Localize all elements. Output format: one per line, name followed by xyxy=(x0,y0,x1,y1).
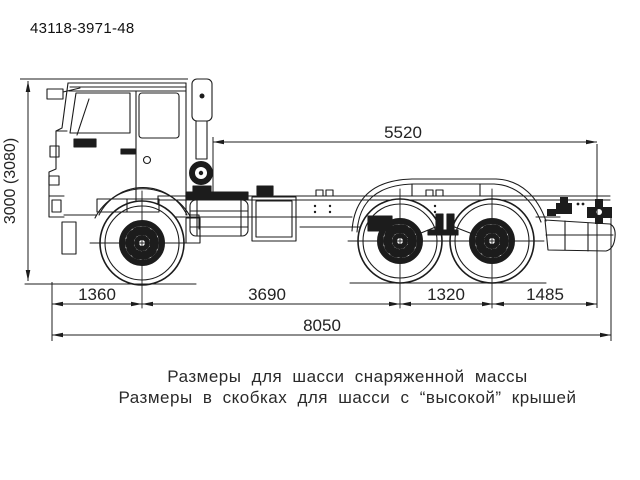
ground-line xyxy=(24,282,547,285)
dim-rear-overhang-label: 1485 xyxy=(526,285,564,304)
mirror xyxy=(46,88,64,100)
truck-line-art xyxy=(24,78,616,309)
door-window xyxy=(138,92,180,139)
dim-front-overhang-label: 1360 xyxy=(78,285,116,304)
dim-bogie-spacing-label: 1320 xyxy=(427,285,465,304)
wiper xyxy=(76,98,90,136)
dim-height-label: 3000 (3080) xyxy=(2,138,19,224)
dim-wheelbase-label: 3690 xyxy=(248,285,286,304)
dimension-lines xyxy=(20,78,612,341)
dimension-labels: 3000 (3080) 5520 1360 3690 1320 1485 805… xyxy=(2,123,564,335)
door-handle xyxy=(120,148,136,155)
model-code: 43118-3971-48 xyxy=(30,20,135,37)
door-lock xyxy=(142,155,152,165)
toolbox xyxy=(251,185,297,242)
rear-slat-panel xyxy=(544,219,616,252)
caption-line-2: Размеры в скобках для шасси с “высокой” … xyxy=(118,388,577,407)
cab-rear-flap xyxy=(185,217,201,244)
fuel-tank xyxy=(185,191,249,237)
dim-frame-length-label: 5520 xyxy=(384,123,422,142)
tandem-suspension xyxy=(367,213,489,241)
front-mudflap xyxy=(61,221,77,255)
air-intake-stack xyxy=(189,78,213,195)
headlamp xyxy=(51,199,62,213)
windshield-window xyxy=(69,92,131,134)
wheel-centerlines xyxy=(89,188,545,309)
caption-line-1: Размеры для шасси снаряженной массы xyxy=(167,367,528,386)
rear-towing-gear xyxy=(547,197,612,224)
front-wheel-arch xyxy=(94,187,192,219)
extension-lines xyxy=(20,78,612,341)
rear-fender xyxy=(351,178,616,252)
dim-total-length-label: 8050 xyxy=(303,316,341,335)
caption-block: Размеры для шасси снаряженной массы Разм… xyxy=(55,366,640,408)
cab xyxy=(46,82,201,255)
air-vent xyxy=(73,138,97,148)
